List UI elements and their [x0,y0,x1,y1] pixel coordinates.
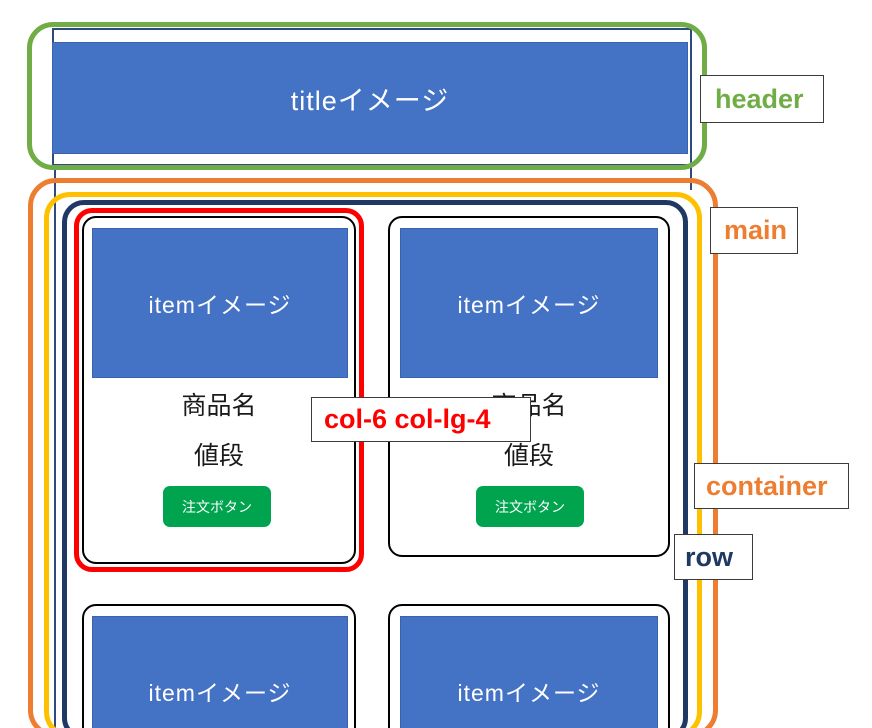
header-title-image-placeholder: titleイメージ [52,42,688,154]
product-card[interactable]: itemイメージ 商品名 値段 注文ボタン [82,604,356,728]
row-outline [62,200,688,728]
item-image-label: itemイメージ [148,680,292,706]
callout-main: main [710,207,798,254]
container-outline [44,192,702,728]
page-left-edge-line [54,28,56,728]
callout-col: col-6 col-lg-4 [311,397,531,442]
item-image-placeholder: itemイメージ [400,228,658,378]
product-card[interactable]: itemイメージ 商品名 値段 注文ボタン [82,216,356,564]
product-name: 商品名 [181,392,257,420]
item-image-label: itemイメージ [148,292,292,318]
col-outline [74,208,364,572]
item-image-placeholder: itemイメージ [92,616,348,728]
item-image-label: itemイメージ [457,292,601,318]
order-button[interactable]: 注文ボタン [163,486,271,527]
product-card[interactable]: itemイメージ 商品名 値段 注文ボタン [388,604,670,728]
callout-row: row [674,534,753,580]
product-card[interactable]: itemイメージ 商品名 値段 注文ボタン [388,216,670,557]
header-outline [27,22,707,170]
header-title-image-label: titleイメージ [290,85,450,116]
product-price: 値段 [193,442,244,470]
callout-container: container [694,463,849,509]
item-image-placeholder: itemイメージ [400,616,658,728]
item-image-label: itemイメージ [457,680,601,706]
item-image-placeholder: itemイメージ [92,228,348,378]
main-outline [28,178,718,728]
product-price: 値段 [503,442,554,470]
callout-header: header [700,75,824,123]
order-button[interactable]: 注文ボタン [476,486,584,527]
